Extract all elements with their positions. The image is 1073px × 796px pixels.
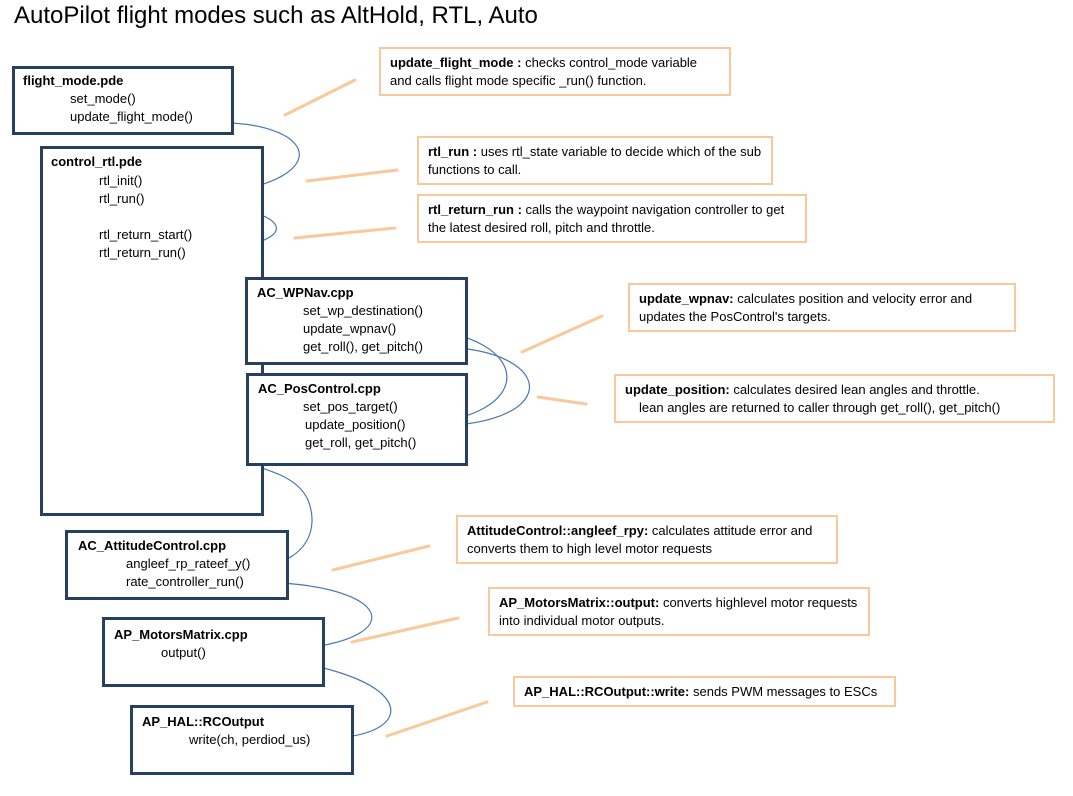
fn-rtl-return-run: rtl_return_run() (99, 245, 186, 260)
box-flight-mode: flight_mode.pde set_mode() update_flight… (12, 66, 234, 135)
fn-write: write(ch, perdiod_us) (189, 732, 311, 747)
pointer-line-6 (331, 544, 431, 572)
note-ap-hal-rcoutput-write: AP_HAL::RCOutput::write: sends PWM messa… (513, 676, 896, 707)
note-update-wpnav-key: update_wpnav: (639, 291, 734, 306)
fn-rtl-run: rtl_run() (99, 191, 145, 206)
note-ap-hal-rcoutput-write-key: AP_HAL::RCOutput::write: (524, 684, 690, 699)
note-ap-hal-rcoutput-write-text: sends PWM messages to ESCs (689, 684, 878, 699)
note-update-position: update_position: calculates desired lean… (614, 374, 1055, 423)
fn-rtl-return-start: rtl_return_start() (99, 227, 193, 242)
box-ap-motorsmatrix-title: AP_MotorsMatrix.cpp (114, 627, 248, 642)
note-rtl-return-run: rtl_return_run : calls the waypoint navi… (417, 194, 807, 243)
fn-update-position: update_position() (305, 417, 406, 432)
fn-update-flight-mode: update_flight_mode() (70, 109, 193, 124)
fn-output: output() (161, 645, 206, 660)
pointer-line-2 (305, 168, 399, 183)
box-ac-attitudecontrol-title: AC_AttitudeControl.cpp (78, 538, 227, 553)
box-ac-attitudecontrol: AC_AttitudeControl.cpp angleef_rp_rateef… (65, 530, 289, 600)
box-ac-wpnav: AC_WPNav.cpp set_wp_destination() update… (245, 277, 468, 365)
note-update-position-key: update_position: (625, 382, 730, 397)
box-ac-poscontrol: AC_PosControl.cpp set_pos_target() updat… (246, 373, 468, 466)
note-ap-motorsmatrix-output-text: converts highlevel motor requests into i… (499, 595, 858, 628)
pointer-line-4 (520, 314, 604, 354)
note-update-wpnav-text: calculates position and velocity error a… (639, 291, 973, 324)
note-update-position-text: calculates desired lean angles and throt… (729, 382, 980, 397)
fn-rtl-init: rtl_init() (99, 173, 143, 188)
box-ap-hal-rcoutput: AP_HAL::RCOutput write(ch, perdiod_us) (130, 705, 354, 775)
note-rtl-run: rtl_run : uses rtl_state variable to dec… (417, 136, 773, 185)
diagram-title: AutoPilot flight modes such as AltHold, … (14, 2, 538, 29)
note-rtl-run-key: rtl_run : (428, 144, 478, 159)
box-ac-wpnav-title: AC_WPNav.cpp (257, 285, 354, 300)
fn-wpnav-get-roll-pitch: get_roll(), get_pitch() (303, 339, 423, 354)
note-update-flight-mode-key: update_flight_mode : (390, 55, 522, 70)
note-attitudecontrol-angleef-rpy: AttitudeControl::angleef_rpy: calculates… (456, 515, 838, 564)
pointer-line-5 (536, 395, 588, 406)
note-update-wpnav: update_wpnav: calculates position and ve… (628, 283, 1016, 332)
fn-set-mode: set_mode() (70, 91, 136, 106)
fn-set-wp-destination: set_wp_destination() (303, 303, 423, 318)
box-flight-mode-title: flight_mode.pde (23, 73, 124, 88)
note-ap-motorsmatrix-output: AP_MotorsMatrix::output: converts highle… (488, 587, 870, 636)
box-control-rtl-title: control_rtl.pde (51, 154, 143, 169)
fn-update-wpnav: update_wpnav() (303, 321, 397, 336)
fn-angleef-rp-rateef-y: angleef_rp_rateef_y() (126, 556, 251, 571)
box-ap-motorsmatrix: AP_MotorsMatrix.cpp output() (102, 617, 325, 687)
pointer-line-7 (350, 616, 460, 644)
fn-set-pos-target: set_pos_target() (303, 399, 398, 414)
note-attitudecontrol-angleef-rpy-text: calculates attitude error and converts t… (467, 523, 813, 556)
note-rtl-return-run-key: rtl_return_run : (428, 202, 522, 217)
note-update-flight-mode-text: checks control_mode variable and calls f… (390, 55, 698, 88)
box-ap-hal-rcoutput-title: AP_HAL::RCOutput (142, 714, 265, 729)
box-ac-poscontrol-title: AC_PosControl.cpp (258, 381, 381, 396)
note-update-position-text-2: lean angles are returned to caller throu… (639, 400, 1001, 415)
note-rtl-run-text: uses rtl_state variable to decide which … (428, 144, 762, 177)
note-update-flight-mode: update_flight_mode : checks control_mode… (379, 47, 731, 96)
note-rtl-return-run-text: calls the waypoint navigation controller… (428, 202, 785, 235)
pointer-line-8 (385, 700, 489, 738)
fn-rate-controller-run: rate_controller_run() (126, 574, 244, 589)
fn-poscontrol-get-roll-pitch: get_roll, get_pitch() (305, 435, 417, 450)
note-attitudecontrol-angleef-rpy-key: AttitudeControl::angleef_rpy: (467, 523, 649, 538)
box-control-rtl: control_rtl.pde rtl_init() rtl_run() rtl… (40, 146, 264, 516)
pointer-line-1 (283, 78, 357, 117)
pointer-line-3 (293, 226, 397, 240)
note-ap-motorsmatrix-output-key: AP_MotorsMatrix::output: (499, 595, 660, 610)
